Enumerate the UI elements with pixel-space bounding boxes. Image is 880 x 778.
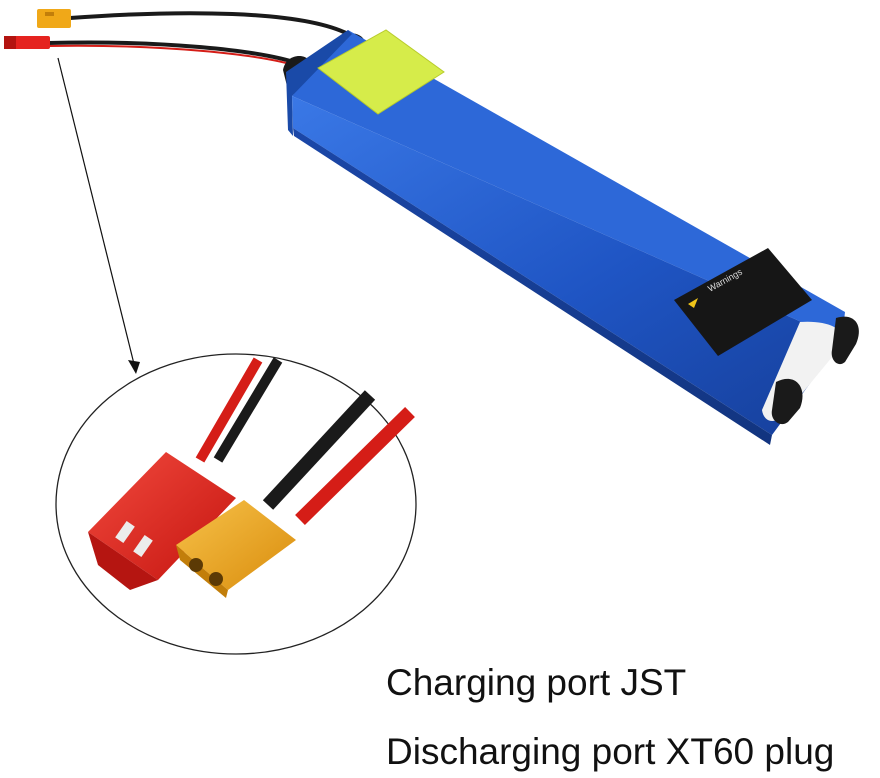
xt60-connector <box>176 500 296 598</box>
yellow-warning-label <box>317 29 445 115</box>
pointer-line <box>57 57 137 373</box>
caption-discharging-port: Discharging port XT60 plug <box>386 731 835 772</box>
jst-connector <box>88 452 236 590</box>
caption-charging-port: Charging port JST <box>386 662 687 703</box>
battery-leads <box>47 11 349 68</box>
small-xt60-connector <box>37 9 71 28</box>
battery-pack <box>283 30 859 445</box>
small-jst-connector <box>4 36 50 49</box>
magnified-connectors <box>55 353 417 655</box>
pointer-arrowhead <box>128 360 140 374</box>
